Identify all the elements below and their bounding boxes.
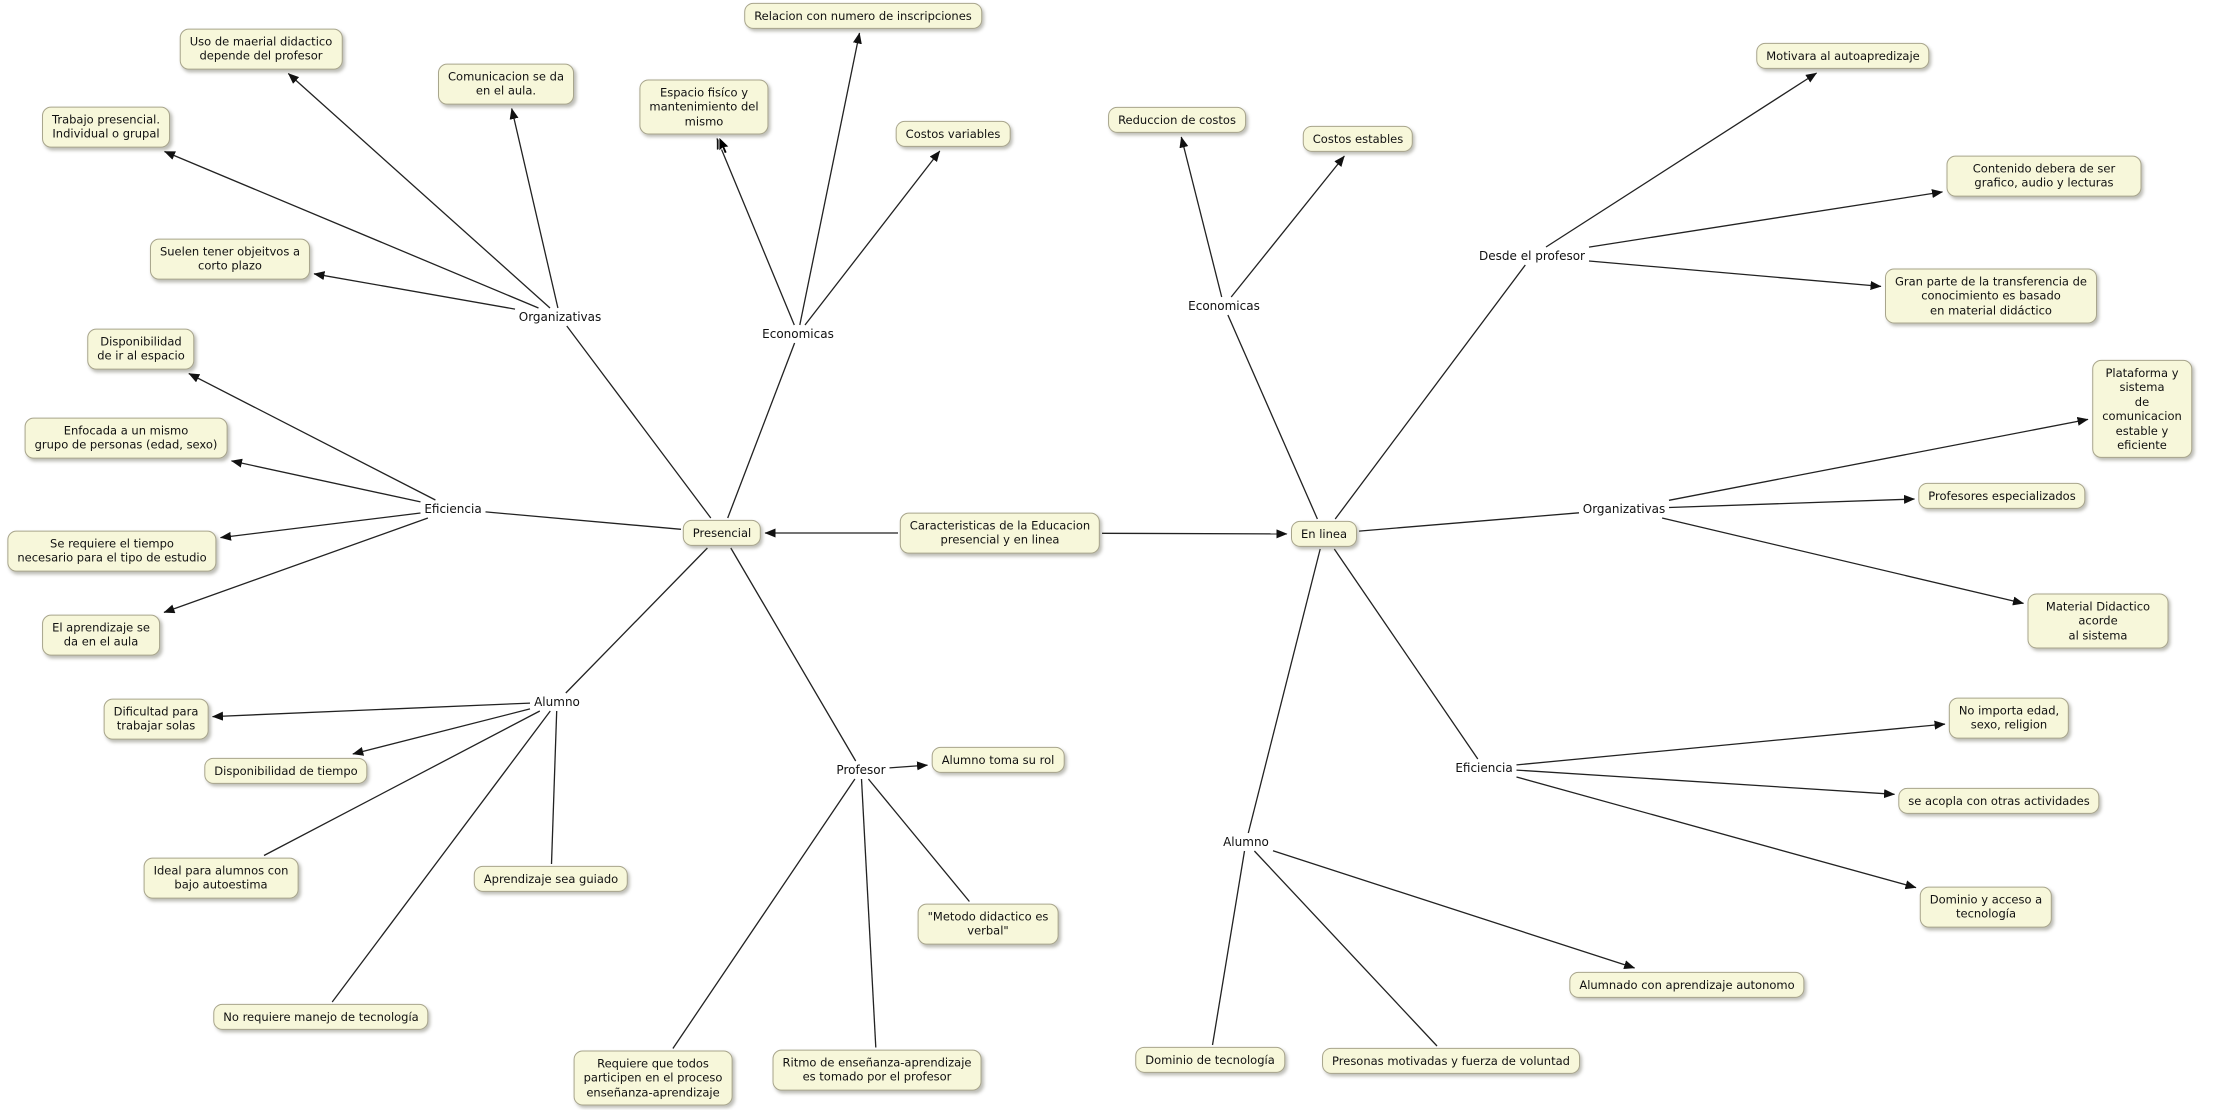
concept-node-alumno_rol[interactable]: Alumno toma su rol <box>931 746 1065 774</box>
concept-node-plataforma[interactable]: Plataforma y sistema de comunicacion est… <box>2092 359 2192 459</box>
concept-node-dominio_acceso[interactable]: Dominio y acceso a tecnología <box>1919 886 2053 928</box>
edge-presencial-profesor <box>730 547 857 762</box>
edge-org_left-comunicacion <box>509 108 559 309</box>
concept-node-espacio_fisico[interactable]: Espacio fisíco y mantenimiento del mismo <box>639 79 769 135</box>
edge-presencial-eco_left <box>727 342 796 519</box>
hub-label-desde_prof[interactable]: Desde el profesor <box>1479 249 1585 263</box>
concept-node-dominio_tec[interactable]: Dominio de tecnología <box>1135 1046 1285 1074</box>
edge-eco_right-costos_est <box>1230 155 1345 298</box>
edge-root-enlinea <box>1101 529 1288 539</box>
concept-node-costos_var[interactable]: Costos variables <box>895 120 1011 148</box>
hub-label-eco_right[interactable]: Economicas <box>1188 299 1260 313</box>
edge-enlinea-eco_right <box>1227 314 1318 520</box>
edge-profesor-requiere_todos <box>672 778 856 1049</box>
concept-node-disp_espacio[interactable]: Disponibilidad de ir al espacio <box>87 328 195 370</box>
edge-org_left-suelen <box>313 271 516 310</box>
concept-node-alumnado[interactable]: Alumnado con aprendizaje autonomo <box>1569 971 1805 999</box>
concept-node-se_acopla[interactable]: se acopla con otras actividades <box>1898 787 2100 815</box>
edge-profesor-alumno_rol <box>889 761 928 771</box>
hub-label-profesor[interactable]: Profesor <box>836 763 886 777</box>
mouse-cursor <box>718 136 730 155</box>
edge-org_right-prof_esp <box>1668 494 1915 509</box>
edge-profesor-ritmo <box>860 778 877 1048</box>
concept-node-suelen[interactable]: Suelen tener objeitvos a corto plazo <box>149 238 311 280</box>
hub-label-alumno_left[interactable]: Alumno <box>534 695 580 709</box>
edge-alumno_left-apr_guiado <box>550 710 558 865</box>
concept-node-se_requiere[interactable]: Se requiere el tiempo necesario para el … <box>7 530 217 572</box>
concept-node-presencial[interactable]: Presencial <box>682 519 762 547</box>
edge-efi_right-se_acopla <box>1516 769 1895 799</box>
edge-enlinea-org_right <box>1358 512 1580 532</box>
concept-node-metodo[interactable]: "Metodo didactico es verbal" <box>917 903 1059 945</box>
concept-node-disp_tiempo[interactable]: Disponibilidad de tiempo <box>204 757 368 785</box>
concept-node-no_requiere[interactable]: No requiere manejo de tecnología <box>213 1003 429 1031</box>
concept-node-apr_guiado[interactable]: Aprendizaje sea guiado <box>473 865 629 893</box>
edge-desde_prof-motivara <box>1545 72 1818 248</box>
edge-org_left-trabajo <box>164 150 539 309</box>
edge-alumno_left-no_requiere <box>331 710 551 1003</box>
edge-desde_prof-gran_parte <box>1588 260 1882 290</box>
concept-node-presonas[interactable]: Presonas motivadas y fuerza de voluntad <box>1322 1047 1580 1075</box>
edge-enlinea-efi_right <box>1333 548 1479 760</box>
concept-node-relacion[interactable]: Relacion con numero de inscripciones <box>744 2 982 30</box>
edge-efi_right-dominio_acceso <box>1516 776 1917 890</box>
edge-presencial-efi_left <box>485 511 682 530</box>
hub-label-alumno_right[interactable]: Alumno <box>1223 835 1269 849</box>
edge-desde_prof-contenido <box>1588 189 1943 248</box>
hub-label-efi_right[interactable]: Eficiencia <box>1455 761 1513 775</box>
concept-node-reduccion[interactable]: Reduccion de costos <box>1108 106 1246 134</box>
edge-eco_left-relacion <box>799 32 862 326</box>
concept-node-dificultad[interactable]: Dificultad para trabajar solas <box>103 698 209 740</box>
concept-node-prof_esp[interactable]: Profesores especializados <box>1918 482 2086 510</box>
hub-label-efi_left[interactable]: Eficiencia <box>424 502 482 516</box>
concept-node-uso_material[interactable]: Uso de maerial didactico depende del pro… <box>179 28 343 70</box>
concept-node-contenido[interactable]: Contenido debera de ser grafico, audio y… <box>1946 155 2142 197</box>
concept-node-gran_parte[interactable]: Gran parte de la transferencia de conoci… <box>1885 268 2097 324</box>
concept-node-ritmo[interactable]: Ritmo de enseñanza-aprendizaje es tomado… <box>772 1049 982 1091</box>
hub-label-org_left[interactable]: Organizativas <box>518 310 602 324</box>
edge-efi_left-se_requiere <box>220 512 421 541</box>
edge-presencial-org_left <box>566 325 712 519</box>
edge-alumno_left-disp_tiempo <box>352 708 531 756</box>
edge-efi_left-enfocada <box>231 458 421 503</box>
edge-alumno_left-dificultad <box>212 702 531 721</box>
edge-org_left-uso_material <box>287 73 551 309</box>
edge-profesor-metodo <box>867 778 970 902</box>
hub-label-org_right[interactable]: Organizativas <box>1582 502 1666 516</box>
edge-efi_right-no_importa <box>1516 720 1946 766</box>
edge-presencial-alumno_left <box>565 547 708 694</box>
hub-label-eco_left[interactable]: Economicas <box>762 327 834 341</box>
concept-node-root[interactable]: Caracteristicas de la Educacion presenci… <box>899 512 1101 554</box>
concept-node-trabajo[interactable]: Trabajo presencial. Individual o grupal <box>42 106 170 148</box>
concept-node-aprendizaje_aula[interactable]: El aprendizaje se da en el aula <box>42 614 160 656</box>
edge-eco_right-reduccion <box>1179 136 1223 298</box>
concept-node-enfocada[interactable]: Enfocada a un mismo grupo de personas (e… <box>24 417 228 459</box>
edge-alumno_right-dominio_tec <box>1211 850 1246 1046</box>
edge-alumno_right-alumnado <box>1272 850 1636 970</box>
concept-node-motivara[interactable]: Motivara al autoapredizaje <box>1756 42 1930 70</box>
concept-node-enlinea[interactable]: En linea <box>1290 520 1358 548</box>
edge-org_right-material <box>1661 517 2024 606</box>
edge-enlinea-alumno_right <box>1247 548 1321 834</box>
concept-node-ideal[interactable]: Ideal para alumnos con bajo autoestima <box>143 857 299 899</box>
edge-eco_left-espacio_fisico <box>716 138 795 326</box>
concept-node-comunicacion[interactable]: Comunicacion se da en el aula. <box>438 63 574 105</box>
edge-alumno_right-presonas <box>1253 850 1438 1047</box>
edge-enlinea-desde_prof <box>1334 264 1526 520</box>
concept-node-costos_est[interactable]: Costos estables <box>1302 125 1414 153</box>
concept-node-requiere_todos[interactable]: Requiere que todos participen en el proc… <box>573 1050 733 1106</box>
edge-eco_left-costos_var <box>804 150 941 326</box>
concept-node-no_importa[interactable]: No importa edad, sexo, religion <box>1948 697 2070 739</box>
concept-node-material[interactable]: Material Didactico acorde al sistema <box>2027 593 2169 649</box>
